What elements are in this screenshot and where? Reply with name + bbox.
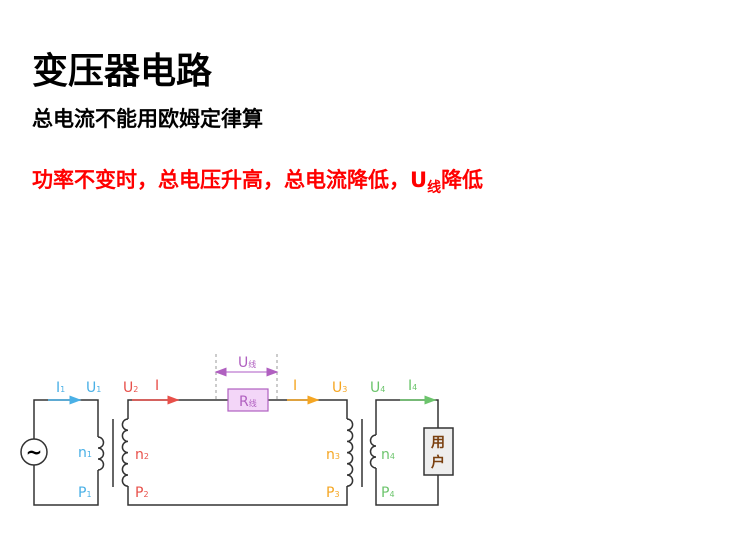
- label-i1: I: [56, 380, 60, 396]
- coil-n1: [97, 436, 105, 471]
- label-uline: U: [238, 355, 248, 371]
- conclusion-sub: 线: [427, 180, 442, 197]
- svg-text:U2: U2: [123, 380, 138, 396]
- svg-text:n4: n4: [381, 447, 395, 463]
- ac-source-symbol: ~: [26, 440, 43, 464]
- label-n1: n: [78, 445, 87, 461]
- svg-text:I1: I1: [56, 380, 65, 396]
- coil-n4: [369, 434, 377, 469]
- label-i: I: [155, 378, 159, 394]
- user-label-1: 用: [431, 435, 445, 451]
- svg-text:U4: U4: [370, 380, 385, 396]
- coil-n3: [346, 418, 354, 487]
- svg-text:P1: P1: [78, 485, 92, 501]
- label-u2: U: [123, 380, 133, 396]
- svg-text:P4: P4: [381, 485, 395, 501]
- svg-text:P2: P2: [135, 485, 149, 501]
- label-u1: U: [86, 380, 96, 396]
- page-title: 变压器电路: [32, 51, 213, 92]
- label-i4: I: [408, 378, 412, 394]
- svg-text:R线: R线: [239, 394, 257, 410]
- label-i-right: I: [293, 378, 297, 394]
- label-p4: P: [381, 485, 389, 501]
- label-u3: U: [332, 380, 342, 396]
- svg-text:n1: n1: [78, 445, 92, 461]
- conclusion-tail: 降低: [441, 168, 484, 192]
- label-n3: n: [326, 447, 335, 463]
- label-p2: P: [135, 485, 143, 501]
- label-n2: n: [135, 447, 144, 463]
- conclusion-text: 功率不变时，总电压升高，总电流降低，U线降低: [32, 164, 483, 197]
- coil-n2: [121, 418, 129, 487]
- label-n4: n: [381, 447, 390, 463]
- svg-text:I4: I4: [408, 378, 417, 394]
- svg-text:n2: n2: [135, 447, 149, 463]
- label-u4: U: [370, 380, 380, 396]
- conclusion-main: 功率不变时，总电压升高，总电流降低，U: [32, 168, 428, 192]
- subtitle: 总电流不能用欧姆定律算: [32, 107, 263, 131]
- transmission-loop-wire: [127, 399, 348, 506]
- label-r: R: [239, 394, 249, 410]
- user-load: [423, 427, 454, 476]
- svg-text:U1: U1: [86, 380, 101, 396]
- svg-text:U3: U3: [332, 380, 347, 396]
- svg-text:P3: P3: [326, 485, 340, 501]
- user-label-2: 户: [431, 454, 445, 471]
- ac-source-icon: [20, 438, 48, 466]
- svg-text:U线: U线: [238, 355, 256, 371]
- line-resistor: [227, 388, 269, 412]
- label-p3: P: [326, 485, 334, 501]
- label-p1: P: [78, 485, 86, 501]
- svg-text:n3: n3: [326, 447, 340, 463]
